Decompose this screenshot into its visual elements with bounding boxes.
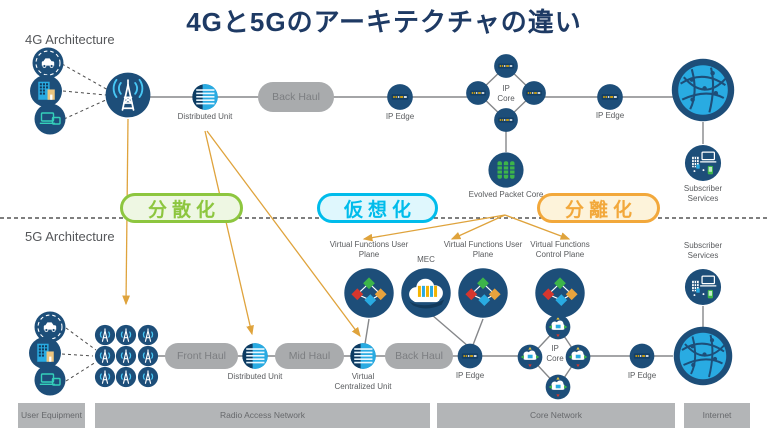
label-mec: MEC xyxy=(417,255,435,264)
router-icon xyxy=(387,84,414,111)
badge-virtualization: 仮想化 xyxy=(317,193,438,223)
router-icon xyxy=(629,343,655,369)
small-cell-tower-icon xyxy=(138,346,159,367)
virtual-router-icon xyxy=(545,374,571,400)
label-epc: Evolved Packet Core xyxy=(468,190,544,199)
epc-icon xyxy=(488,152,525,189)
pill-mid-haul: Mid Haul xyxy=(275,343,344,369)
server-unit-icon xyxy=(242,343,269,370)
virtual-router-icon xyxy=(517,344,543,370)
server-unit-icon xyxy=(350,343,377,370)
small-cell-tower-icon xyxy=(138,367,159,388)
small-cell-tower-icon xyxy=(95,325,116,346)
label-5g-ip-core: IP Core xyxy=(546,344,564,363)
section-label-5g: 5G Architecture xyxy=(25,229,115,244)
router-icon xyxy=(457,343,483,369)
badge-decentralization: 分散化 xyxy=(120,193,243,223)
small-cell-tower-icon xyxy=(138,325,159,346)
zone-core-network: Core Network xyxy=(437,403,675,428)
globe-icon xyxy=(671,58,735,122)
cell-tower-icon xyxy=(105,72,151,118)
page-title: 4Gと5Gのアーキテクチャの違い xyxy=(186,7,582,37)
label-vf-control-plane: Virtual Functions Control Plane xyxy=(530,240,590,259)
virtual-function-icon xyxy=(457,267,509,319)
mec-cloud-icon xyxy=(400,267,452,319)
label-4g-subscriber-services: Subscriber Services xyxy=(683,184,723,203)
label-5g-subscriber-services: Subscriber Services xyxy=(683,241,723,260)
pill-front-haul: Front Haul xyxy=(165,343,238,369)
devices-icon xyxy=(34,364,66,396)
badge-separation: 分離化 xyxy=(537,193,660,223)
section-label-4g: 4G Architecture xyxy=(25,32,115,47)
small-cell-tower-icon xyxy=(116,367,137,388)
router-icon xyxy=(597,84,624,111)
virtual-router-icon xyxy=(565,344,591,370)
label-vf-user-plane-1: Virtual Functions User Plane xyxy=(329,240,409,259)
router-icon xyxy=(494,54,519,79)
label-5g-ip-edge-left: IP Edge xyxy=(455,371,485,380)
zone-radio-access-network: Radio Access Network xyxy=(95,403,430,428)
label-4g-ip-edge-right: IP Edge xyxy=(595,111,625,120)
zone-user-equipment: User Equipment xyxy=(18,403,85,428)
server-unit-icon xyxy=(192,84,219,111)
label-4g-ip-edge-left: IP Edge xyxy=(385,112,415,121)
virtual-function-icon xyxy=(343,267,395,319)
small-cell-tower-icon xyxy=(95,346,116,367)
devices-icon xyxy=(34,103,66,135)
subscriber-devices-icon xyxy=(684,268,722,306)
router-icon xyxy=(494,108,519,133)
label-virtual-centralized-unit: Virtual Centralized Unit xyxy=(334,372,392,391)
globe-icon xyxy=(673,326,733,386)
router-icon xyxy=(466,81,491,106)
label-4g-distributed-unit: Distributed Unit xyxy=(177,112,233,121)
label-5g-distributed-unit: Distributed Unit xyxy=(227,372,283,381)
label-4g-ip-core: IP Core xyxy=(497,84,515,103)
label-vf-user-plane-2: Virtual Functions User Plane xyxy=(443,240,523,259)
zone-internet: Internet xyxy=(684,403,750,428)
small-cell-tower-icon xyxy=(116,325,137,346)
small-cell-tower-icon xyxy=(95,367,116,388)
pill-5g-back-haul: Back Haul xyxy=(385,343,453,369)
label-5g-ip-edge-right: IP Edge xyxy=(627,371,657,380)
virtual-function-icon xyxy=(534,267,586,319)
router-icon xyxy=(522,81,547,106)
pill-4g-back-haul: Back Haul xyxy=(258,82,334,112)
subscriber-devices-icon xyxy=(684,144,722,182)
small-cell-tower-icon xyxy=(116,346,137,367)
